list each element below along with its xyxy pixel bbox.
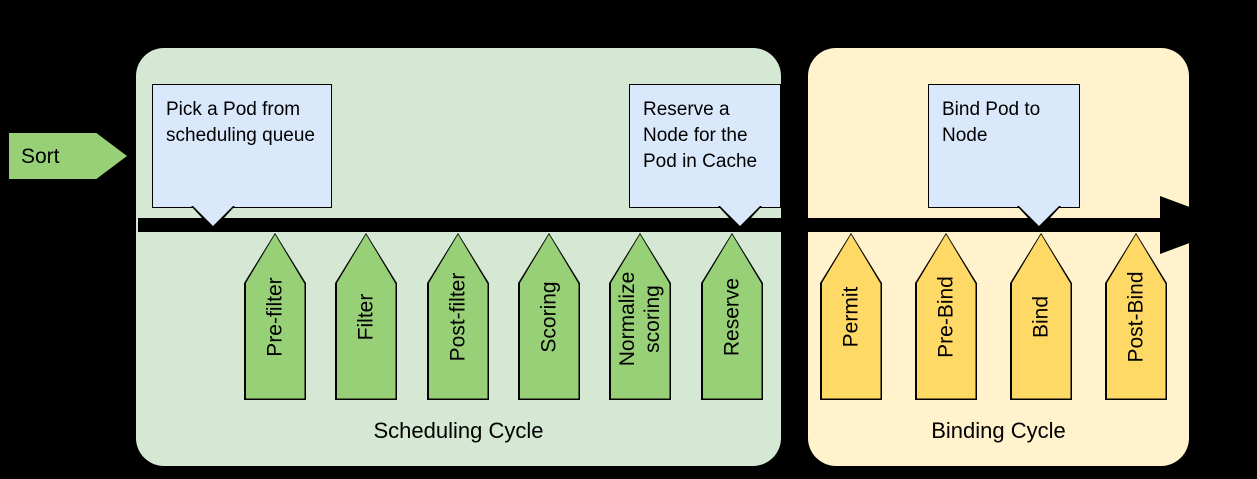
plugin-label-bind: Bind (1029, 295, 1053, 338)
plugin-arrow-normalize-scoring: Normalize scoring (609, 233, 671, 400)
plugin-label-reserve: Reserve (720, 277, 744, 356)
plugin-label-pre-filter: Pre-filter (263, 276, 287, 357)
callout-bind-pod: Bind Pod to Node (928, 84, 1080, 230)
callout-tail-icon (191, 205, 235, 231)
plugin-arrow-pre-bind: Pre-Bind (915, 233, 977, 400)
plugin-label-post-bind: Post-Bind (1124, 270, 1148, 363)
sort-stage-arrow: Sort (9, 133, 127, 179)
plugin-arrow-reserve: Reserve (701, 233, 763, 400)
callout-tail-icon (1017, 205, 1061, 231)
callout-reserve-node-text: Reserve a Node for the Pod in Cache (643, 99, 758, 172)
timeline-arrow-head-icon (1160, 196, 1238, 254)
callout-bind-pod-text: Bind Pod to Node (942, 99, 1041, 146)
plugin-arrow-bind: Bind (1010, 233, 1072, 400)
callout-reserve-node: Reserve a Node for the Pod in Cache (629, 84, 781, 230)
plugin-label-scoring: Scoring (537, 280, 561, 353)
plugin-arrow-post-filter: Post-filter (427, 233, 489, 400)
timeline-arrow-shaft (138, 218, 1179, 232)
binding-cycle-caption: Binding Cycle (931, 418, 1066, 443)
plugin-label-filter: Filter (354, 293, 378, 340)
plugin-label-permit: Permit (839, 286, 863, 347)
callout-pick-pod-text: Pick a Pod from scheduling queue (166, 99, 315, 146)
plugin-label-pre-bind: Pre-Bind (934, 275, 958, 358)
plugin-arrow-post-bind: Post-Bind (1105, 233, 1167, 400)
scheduling-cycle-caption: Scheduling Cycle (373, 418, 544, 443)
callout-tail-icon (718, 205, 762, 231)
plugin-arrow-pre-filter: Pre-filter (244, 233, 306, 400)
plugin-arrow-filter: Filter (335, 233, 397, 400)
plugin-arrow-scoring: Scoring (518, 233, 580, 400)
plugin-label-post-filter: Post-filter (446, 272, 470, 361)
plugin-label-normalize-scoring: Normalize scoring (616, 271, 664, 366)
sort-stage-label: Sort (21, 144, 60, 168)
callout-pick-pod: Pick a Pod from scheduling queue (152, 84, 332, 230)
plugin-arrow-permit: Permit (820, 233, 882, 400)
